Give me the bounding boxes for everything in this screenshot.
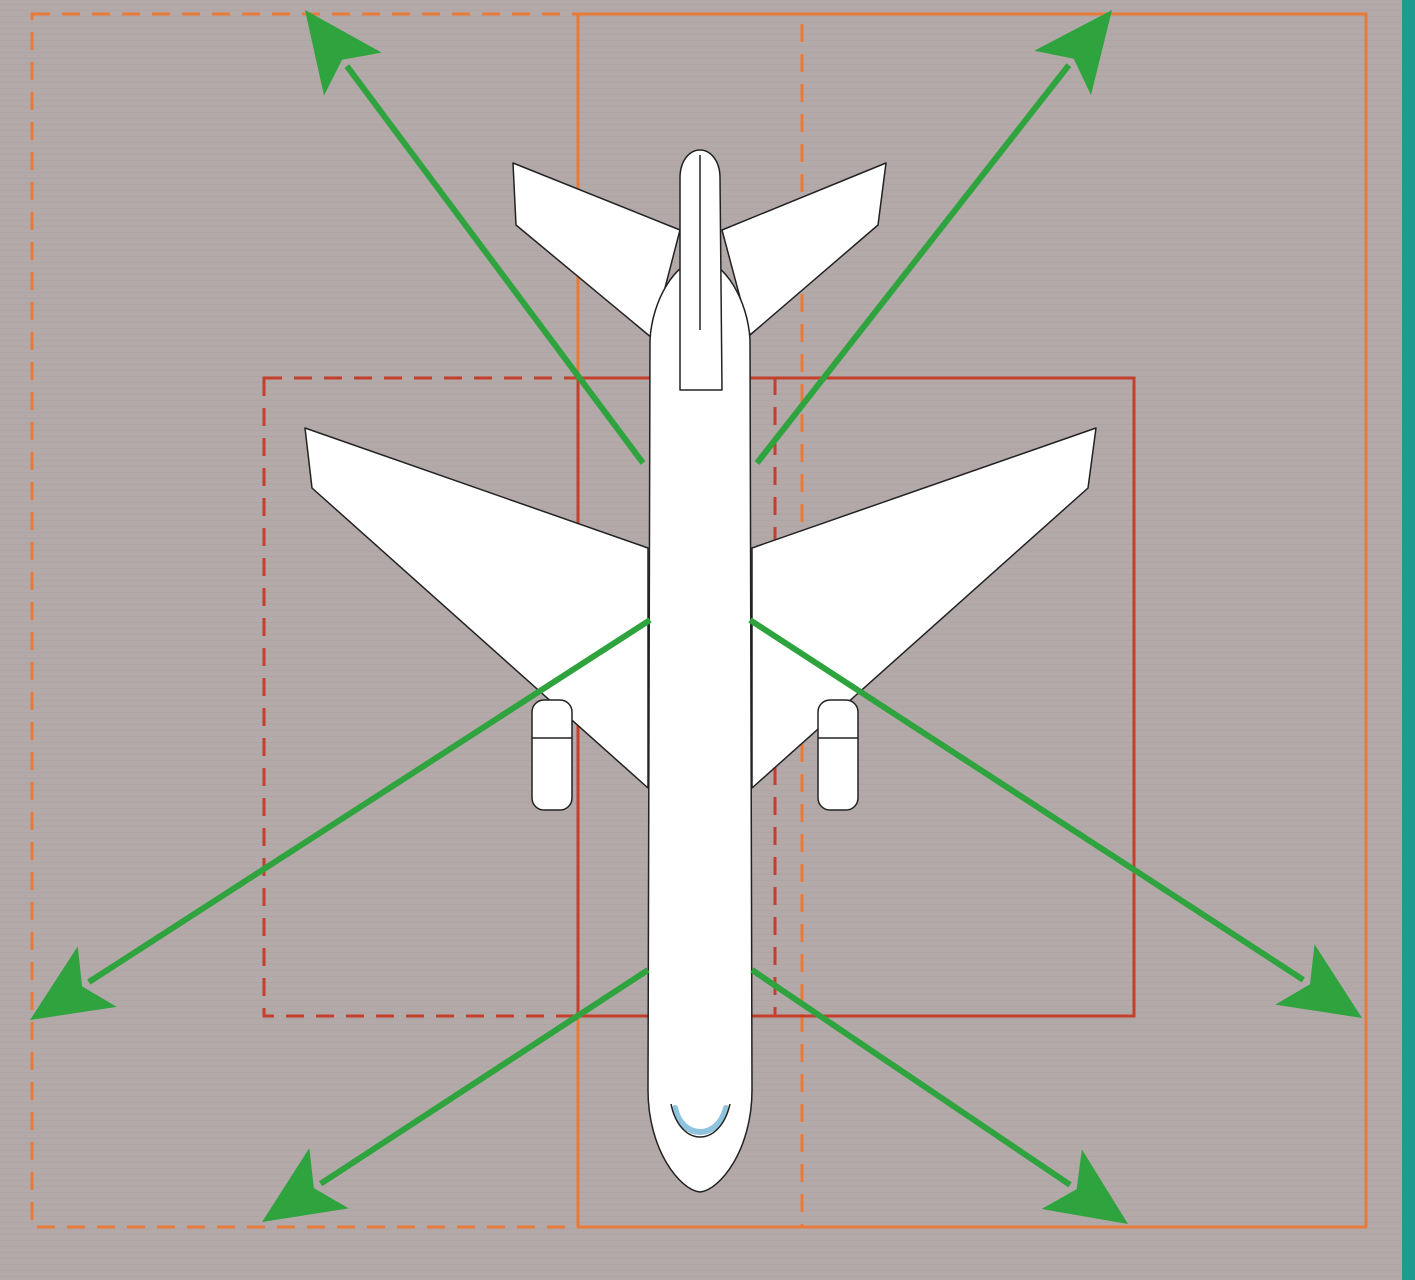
arrow-up-right-shaft	[754, 63, 1072, 465]
windshield-outline	[670, 1103, 731, 1138]
arrow-mid-right	[748, 617, 1362, 1018]
tail-engine	[679, 149, 723, 391]
arrow-down-right-head	[1041, 1149, 1128, 1224]
arrow-down-right	[750, 967, 1128, 1224]
teal-edge	[1402, 0, 1415, 1280]
arrow-up-right	[754, 10, 1112, 465]
arrows	[30, 10, 1362, 1224]
arrow-down-left-shaft	[318, 967, 650, 1187]
airplane-icon	[304, 149, 1097, 1193]
right-wing	[751, 427, 1097, 789]
arrow-mid-right-head	[1275, 944, 1362, 1018]
arrow-up-right-head	[1034, 10, 1112, 96]
arrow-mid-left-shaft	[87, 617, 652, 985]
arrow-mid-right-shaft	[748, 617, 1305, 983]
inner-box-dashed	[262, 376, 777, 1018]
arrow-mid-left-head	[30, 946, 117, 1020]
arrow-down-left-head	[262, 1148, 349, 1222]
fuselage	[647, 259, 753, 1193]
arrow-down-right-shaft	[750, 967, 1072, 1188]
left-wing	[304, 427, 649, 789]
arrow-down-left	[262, 967, 650, 1222]
right-engine	[817, 699, 859, 811]
arrow-up-left-shaft	[344, 64, 646, 465]
arrow-mid-left	[30, 617, 652, 1020]
left-engine	[531, 699, 573, 811]
arrow-up-left	[305, 10, 646, 465]
windshield	[672, 1105, 729, 1135]
arrow-up-left-head	[305, 10, 382, 96]
